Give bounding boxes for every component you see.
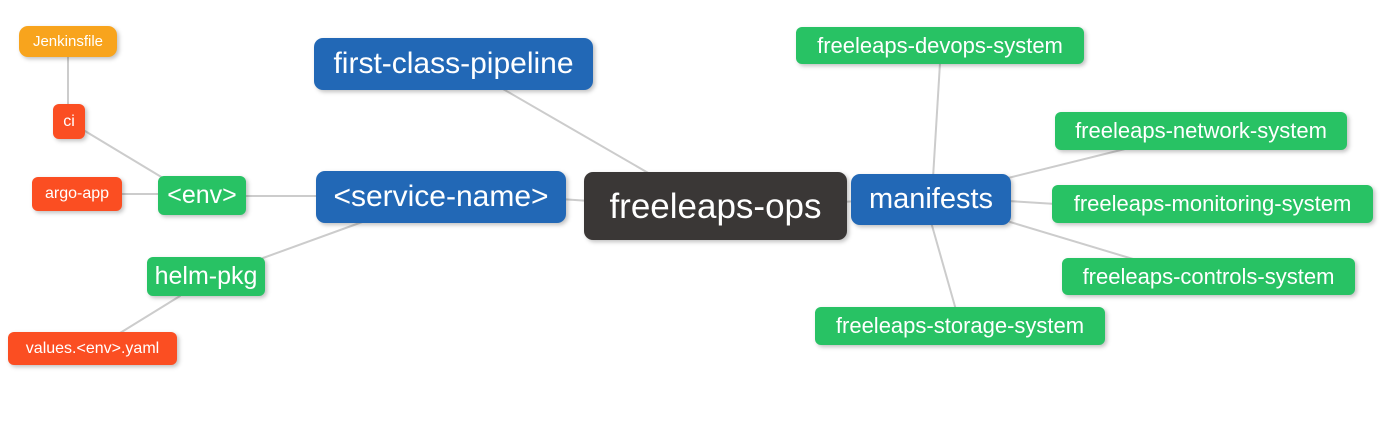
edge-manifests-monitoring bbox=[1007, 200, 1057, 205]
node-freeleaps-controls-system[interactable]: freeleaps-controls-system bbox=[1062, 258, 1355, 295]
node-helm-pkg[interactable]: helm-pkg bbox=[147, 257, 265, 296]
node-freeleaps-storage-system[interactable]: freeleaps-storage-system bbox=[815, 307, 1105, 345]
node-jenkinsfile[interactable]: Jenkinsfile bbox=[19, 26, 117, 57]
edge-manifests-network bbox=[1007, 148, 1126, 179]
node-first-class-pipeline[interactable]: first-class-pipeline bbox=[314, 38, 593, 90]
edge-ci-env bbox=[84, 130, 164, 179]
edge-manifests-storage bbox=[930, 221, 957, 311]
node-freeleaps-network-system[interactable]: freeleaps-network-system bbox=[1055, 112, 1347, 150]
node-argo-app[interactable]: argo-app bbox=[32, 177, 122, 211]
edge-manifests-devops bbox=[932, 62, 941, 179]
edge-manifests-controls bbox=[1009, 221, 1134, 260]
node-freeleaps-ops-root[interactable]: freeleaps-ops bbox=[584, 172, 847, 240]
node-ci[interactable]: ci bbox=[53, 104, 85, 139]
edge-pipeline-root bbox=[502, 88, 651, 175]
node-freeleaps-monitoring-system[interactable]: freeleaps-monitoring-system bbox=[1052, 185, 1373, 223]
node-env[interactable]: <env> bbox=[158, 176, 246, 215]
node-manifests[interactable]: manifests bbox=[851, 174, 1011, 225]
node-service-name[interactable]: <service-name> bbox=[316, 171, 566, 223]
edge-helm-pkg-service-name bbox=[262, 220, 366, 259]
edge-values-helm-pkg bbox=[119, 295, 181, 334]
node-values-env-yaml[interactable]: values.<env>.yaml bbox=[8, 332, 177, 365]
node-freeleaps-devops-system[interactable]: freeleaps-devops-system bbox=[796, 27, 1084, 64]
